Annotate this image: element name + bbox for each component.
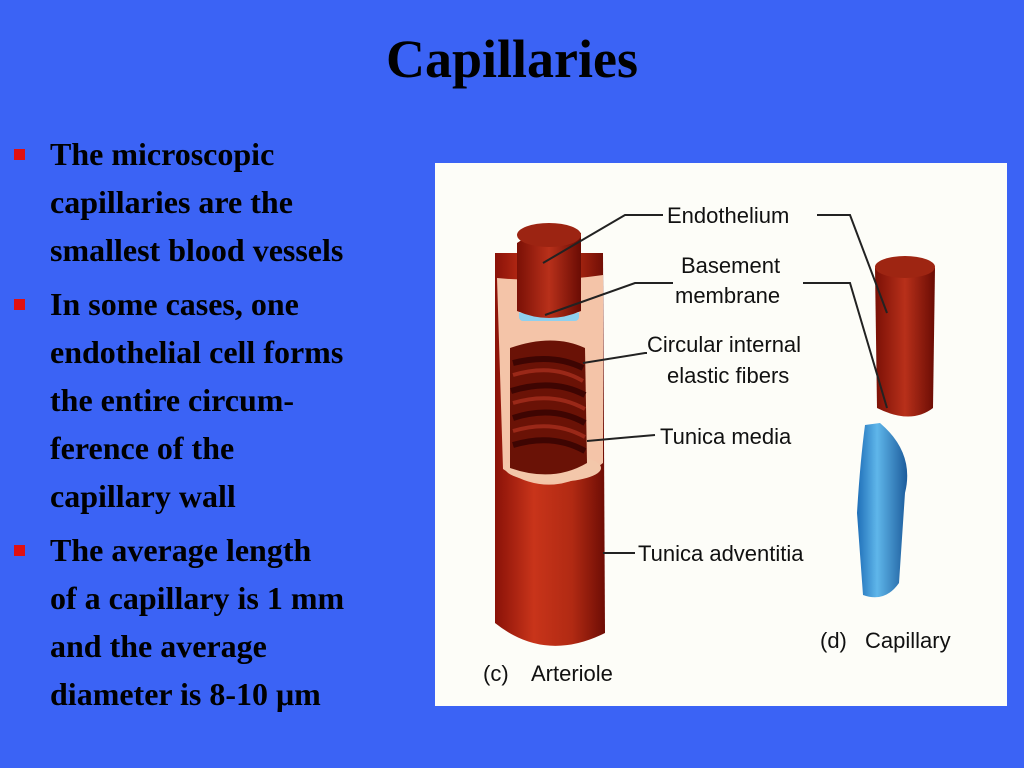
bullet-line: The microscopic bbox=[50, 136, 275, 172]
bullet-line: ference of the bbox=[50, 430, 235, 466]
label-tunica-media: Tunica media bbox=[660, 424, 792, 449]
bullet-item: The average length of a capillary is 1 m… bbox=[12, 526, 422, 718]
label-elastic-fibers: elastic fibers bbox=[667, 363, 789, 388]
bullet-line: diameter is 8-10 μm bbox=[50, 676, 321, 712]
bullet-list: The microscopic capillaries are the smal… bbox=[12, 130, 422, 724]
vessel-diagram: Endothelium Basement membrane Circular i… bbox=[483, 203, 951, 686]
bullet-item: In some cases, one endothelial cell form… bbox=[12, 280, 422, 520]
label-basement: Basement bbox=[681, 253, 780, 278]
bullet-line: In some cases, one bbox=[50, 286, 299, 322]
bullet-line: capillary wall bbox=[50, 478, 236, 514]
bullet-line: smallest blood vessels bbox=[50, 232, 344, 268]
caption-arteriole-letter: (c) bbox=[483, 661, 509, 686]
slide-title: Capillaries bbox=[386, 29, 638, 89]
bullet-line: capillaries are the bbox=[50, 184, 293, 220]
bullet-line: of a capillary is 1 mm bbox=[50, 580, 345, 616]
bullet-item: The microscopic capillaries are the smal… bbox=[12, 130, 422, 274]
square-bullet-icon bbox=[14, 545, 25, 556]
leader-lines bbox=[542, 214, 888, 554]
capillary-illustration bbox=[857, 256, 935, 598]
caption-capillary: Capillary bbox=[865, 628, 951, 653]
arteriole-illustration bbox=[495, 223, 605, 646]
label-endothelium: Endothelium bbox=[667, 203, 789, 228]
label-tunica-adventitia: Tunica adventitia bbox=[638, 541, 804, 566]
bullet-line: endothelial cell forms bbox=[50, 334, 344, 370]
label-circular-internal: Circular internal bbox=[647, 332, 801, 357]
bullet-line: and the average bbox=[50, 628, 267, 664]
square-bullet-icon bbox=[14, 299, 25, 310]
vessel-figure: Endothelium Basement membrane Circular i… bbox=[435, 163, 1007, 706]
square-bullet-icon bbox=[14, 149, 25, 160]
caption-arteriole: Arteriole bbox=[531, 661, 613, 686]
caption-capillary-letter: (d) bbox=[820, 628, 847, 653]
bullet-line: The average length bbox=[50, 532, 312, 568]
label-membrane: membrane bbox=[675, 283, 780, 308]
bullet-line: the entire circum- bbox=[50, 382, 295, 418]
